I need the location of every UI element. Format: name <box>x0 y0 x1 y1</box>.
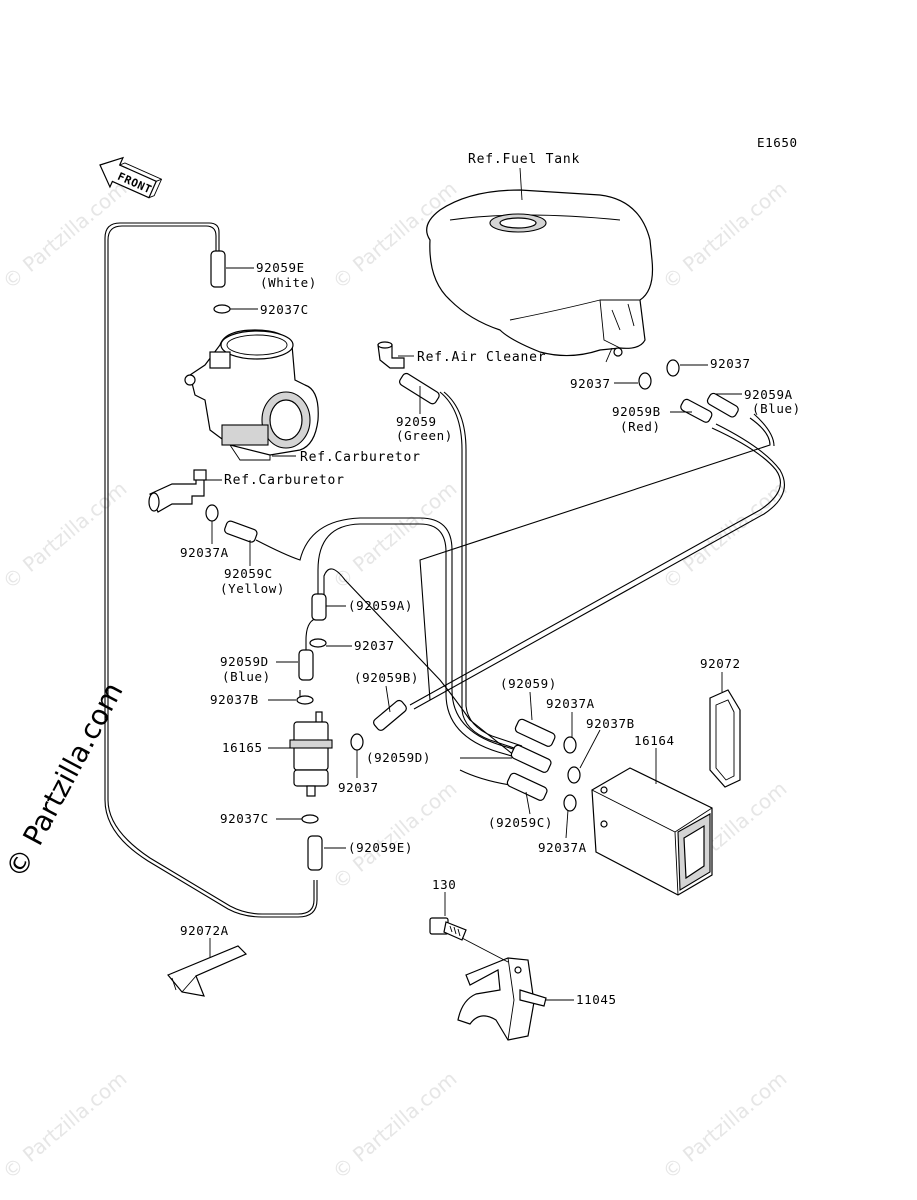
label-92059e-ref: (92059E) <box>348 840 413 855</box>
watermark: © Partzilla.com <box>0 1066 131 1184</box>
watermark-large: © Partzilla.com <box>0 677 130 883</box>
label-92059c-yellow: 92059C <box>224 566 273 581</box>
label-92059e-color: (White) <box>260 275 317 290</box>
fuel-filter <box>289 711 333 797</box>
carburetor <box>184 329 319 461</box>
part-labels: Ref.Fuel Tank Ref.Air Cleaner Ref.Carbur… <box>180 152 801 1007</box>
label-92059b-ref: (92059B) <box>354 670 419 685</box>
label-92059d-blue: 92059D <box>220 654 269 669</box>
label-92037c: 92037C <box>260 302 309 317</box>
watermark: © Partzilla.com <box>0 476 131 594</box>
label-92059b-red: 92059B <box>612 404 661 419</box>
label-92037-filter: 92037 <box>338 780 379 795</box>
watermark: © Partzilla.com <box>0 176 131 294</box>
label-92072a: 92072A <box>180 923 229 938</box>
label-92059a-blue: 92059A <box>744 387 793 402</box>
label-ref-carburetor-1: Ref.Carburetor <box>300 450 421 465</box>
label-130: 130 <box>432 877 456 892</box>
label-92059-ref: (92059) <box>500 676 557 691</box>
label-16164: 16164 <box>634 733 675 748</box>
label-92037a-right-upper: 92037A <box>546 696 595 711</box>
label-92037-tank-lower: 92037 <box>570 376 611 391</box>
label-ref-fuel-tank: Ref.Fuel Tank <box>468 152 580 167</box>
label-92059d-blue-color: (Blue) <box>222 669 271 684</box>
bracket <box>457 957 547 1041</box>
diagram-code: E1650 <box>757 135 798 150</box>
label-92072: 92072 <box>700 656 741 671</box>
label-92037a-left: 92037A <box>180 545 229 560</box>
watermark: © Partzilla.com <box>658 476 792 594</box>
fuel-tank <box>426 189 654 357</box>
watermark: © Partzilla.com <box>328 1066 462 1184</box>
label-16165: 16165 <box>222 740 263 755</box>
label-92037-tank-upper: 92037 <box>710 356 751 371</box>
label-92037c-low: 92037C <box>220 811 269 826</box>
label-11045: 11045 <box>576 992 617 1007</box>
label-92059d-ref: (92059D) <box>366 750 431 765</box>
label-92037b-right: 92037B <box>586 716 635 731</box>
t-fitting <box>148 469 207 513</box>
hose-segments <box>210 250 739 871</box>
watermark: © Partzilla.com <box>658 1066 792 1184</box>
label-92059-green-color: (Green) <box>396 428 453 443</box>
canister <box>591 767 713 896</box>
label-92059c-yellow-color: (Yellow) <box>220 581 285 596</box>
band <box>709 689 741 788</box>
air-cleaner-elbow <box>377 341 405 369</box>
label-92037b-left: 92037B <box>210 692 259 707</box>
label-92059b-red-color: (Red) <box>620 419 661 434</box>
label-92059a-blue-color: (Blue) <box>752 401 801 416</box>
hoses <box>104 222 785 918</box>
label-92037a-right-lower: 92037A <box>538 840 587 855</box>
label-92059e: 92059E <box>256 260 305 275</box>
label-92059-green: 92059 <box>396 414 437 429</box>
bolt <box>429 917 467 941</box>
clip <box>167 945 248 997</box>
watermark: © Partzilla.com <box>328 476 462 594</box>
leader-lines <box>204 167 742 1001</box>
label-ref-carburetor-2: Ref.Carburetor <box>224 473 345 488</box>
clamps <box>205 304 680 824</box>
label-92059c-ref: (92059C) <box>488 815 553 830</box>
label-ref-air-cleaner: Ref.Air Cleaner <box>417 350 546 365</box>
label-92037-mid: 92037 <box>354 638 395 653</box>
label-92059a-ref: (92059A) <box>348 598 413 613</box>
watermark: © Partzilla.com <box>658 176 792 294</box>
